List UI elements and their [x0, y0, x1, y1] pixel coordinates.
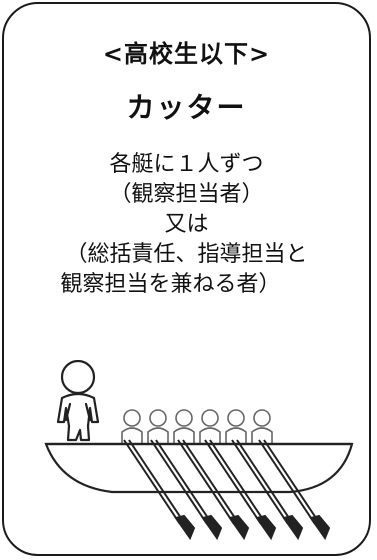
rower-figure: [173, 409, 195, 444]
oar: [123, 439, 196, 540]
oar: [150, 439, 223, 540]
description-line-4: （総括責任、指導担当と: [65, 242, 308, 267]
description-line-5: 観察担当を兼ねる者）: [60, 272, 281, 297]
boat-hull: [44, 442, 354, 494]
description-line-2: （観察担当者）: [109, 182, 264, 207]
rower-figure: [147, 409, 169, 444]
rower-figure: [251, 409, 273, 444]
oar: [231, 439, 304, 540]
observer-figure: [56, 360, 100, 442]
rower-figure: [225, 409, 247, 444]
rower-figure: [199, 409, 221, 444]
cutter-illustration: [44, 360, 354, 540]
rower-figure: [121, 409, 143, 444]
description: 各艇に１人ずつ （観察担当者） 又は （総括責任、指導担当と 観察担当を兼ねる者…: [0, 150, 373, 300]
description-line-1: 各艇に１人ずつ: [109, 152, 264, 177]
oar: [177, 439, 250, 540]
category-header: <高校生以下>: [102, 40, 271, 68]
oar: [204, 439, 277, 540]
description-line-3: 又は: [164, 212, 209, 237]
boat-type-title: カッター: [126, 91, 247, 124]
oar: [258, 439, 331, 540]
